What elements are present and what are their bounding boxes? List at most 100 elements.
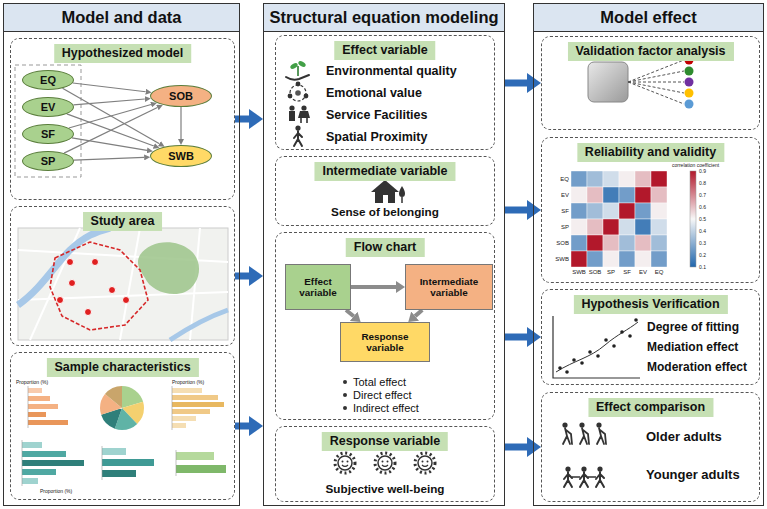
- panel-heading: Sample characteristics: [46, 358, 198, 377]
- panel-heading: Flow chart: [346, 238, 425, 257]
- scale-label: 0.8: [699, 181, 706, 186]
- flow-arrow: [505, 334, 527, 341]
- axis-label: SP: [603, 269, 619, 275]
- node-label: SP: [38, 155, 59, 168]
- panel-heading: Study area: [83, 212, 163, 231]
- panel-heading: Reliability and validity: [577, 143, 724, 162]
- dashed-panel: Effect comparisonOlder adultsYounger adu…: [541, 392, 760, 502]
- scale-label: 0.7: [699, 193, 706, 198]
- flow-arrow: [505, 444, 527, 451]
- variable-ellipse: SP: [22, 151, 74, 171]
- path-arrow: [73, 83, 146, 92]
- dashed-panel: Sample characteristics: [10, 352, 235, 500]
- column-panel: Model effectValidation factor analysisRe…: [533, 3, 764, 506]
- path-arrow: [415, 310, 422, 316]
- axis-label: SWB: [571, 269, 587, 275]
- chart-label: Proportion (%): [40, 489, 72, 494]
- path-arrow: [64, 108, 157, 154]
- panel-heading: Effect comparison: [588, 398, 713, 417]
- chart-label: correlation coefficient: [672, 163, 719, 168]
- item-label: Older adults: [646, 429, 722, 445]
- dashed-panel: Hypothesis VerificationDegree of fitting…: [541, 289, 760, 385]
- panel-heading: Hypothesized model: [54, 44, 192, 63]
- axis-label: EV: [635, 269, 651, 275]
- dashed-panel: Response variableSubjective well-being: [275, 426, 495, 502]
- panel-heading: Validation factor analysis: [567, 42, 733, 61]
- axis-label: SP: [547, 224, 569, 230]
- dashed-panel: Validation factor analysis: [541, 36, 760, 130]
- path-arrow: [73, 99, 144, 105]
- scale-label: 0.5: [699, 217, 706, 222]
- item-label: Indirect effect: [353, 402, 419, 415]
- dashed-panel: Intermediate variableSense of belonging: [275, 156, 495, 226]
- node-label: SOB: [166, 90, 196, 103]
- scale-label: 0.1: [699, 265, 706, 270]
- axis-label: SOB: [547, 240, 569, 246]
- item-label: Emotional value: [326, 86, 422, 101]
- column-panel: Structural equation modelingEffect varia…: [263, 3, 505, 506]
- flow-arrow: [505, 207, 527, 214]
- column-panel: Model and dataHypothesized modelEQ EV SF SP…: [3, 3, 240, 506]
- dashed-panel: Hypothesized modelEQ EV SF SP SOB SWB: [10, 38, 235, 200]
- node-label: Response variable: [341, 331, 429, 354]
- dashed-panel: Effect variableEnvironmental qualityEmot…: [275, 35, 495, 150]
- node-label: SF: [38, 128, 58, 141]
- path-arrow: [72, 138, 147, 150]
- flow-box: Response variable: [340, 322, 430, 362]
- path-arrow: [63, 88, 160, 143]
- scale-label: 0.6: [699, 205, 706, 210]
- item-label: Service Facilities: [326, 108, 427, 123]
- axis-label: EQ: [547, 176, 569, 182]
- node-label: Intermediate variable: [406, 276, 492, 299]
- dashed-panel: Flow chartTotal effectDirect effectIndir…: [275, 232, 495, 420]
- path-arrow: [74, 157, 144, 160]
- item-label: Environmental quality: [326, 64, 457, 79]
- path-arrow: [67, 114, 154, 146]
- column-header: Structural equation modeling: [264, 4, 504, 32]
- flow-arrow: [235, 273, 249, 280]
- item-label: Subjective well-being: [276, 482, 494, 496]
- scale-label: 0.4: [699, 229, 706, 234]
- node-label: EQ: [37, 74, 59, 87]
- variable-ellipse: SOB: [150, 85, 212, 107]
- flow-box: Effect variable: [285, 264, 351, 310]
- flow-arrow: [235, 116, 249, 123]
- chart-label: Proportion (%): [16, 380, 48, 385]
- item-label: Sense of belonging: [276, 205, 494, 219]
- node-label: SWB: [165, 150, 197, 163]
- variable-ellipse: EQ: [22, 70, 74, 90]
- variable-ellipse: EV: [22, 97, 74, 117]
- node-label: EV: [38, 101, 59, 114]
- flow-box: Intermediate variable: [405, 264, 493, 310]
- variable-ellipse: SWB: [150, 145, 212, 167]
- path-arrow: [351, 285, 396, 289]
- dashed-panel: Study area: [10, 206, 235, 346]
- item-label: Mediation effect: [647, 340, 738, 354]
- dashed-panel: Reliability and validity: [541, 137, 760, 283]
- panel-heading: Hypothesis Verification: [573, 295, 727, 314]
- item-label: Younger adults: [646, 467, 740, 483]
- variable-ellipse: SF: [22, 124, 74, 144]
- column-header: Model and data: [4, 4, 239, 32]
- item-label: Degree of fitting: [647, 320, 739, 334]
- scale-label: 0.3: [699, 241, 706, 246]
- item-label: Spatial Proximity: [326, 130, 427, 145]
- axis-label: SF: [619, 269, 635, 275]
- path-arrow: [180, 107, 181, 139]
- node-label: Effect variable: [286, 276, 350, 299]
- item-label: Moderation effect: [647, 360, 747, 374]
- axis-label: EV: [547, 192, 569, 198]
- panel-heading: Response variable: [322, 432, 448, 451]
- panel-heading: Intermediate variable: [314, 162, 455, 181]
- panel-heading: Effect variable: [334, 41, 435, 60]
- axis-label: SF: [547, 208, 569, 214]
- axis-label: SWB: [547, 256, 569, 262]
- scale-label: 0.9: [699, 169, 706, 174]
- column-header: Model effect: [534, 4, 763, 32]
- flow-arrow: [505, 80, 527, 87]
- flow-arrow: [235, 423, 249, 430]
- path-arrow: [346, 310, 354, 316]
- axis-label: SOB: [587, 269, 603, 275]
- item-label: Direct effect: [353, 389, 412, 402]
- item-label: Total effect: [353, 376, 406, 389]
